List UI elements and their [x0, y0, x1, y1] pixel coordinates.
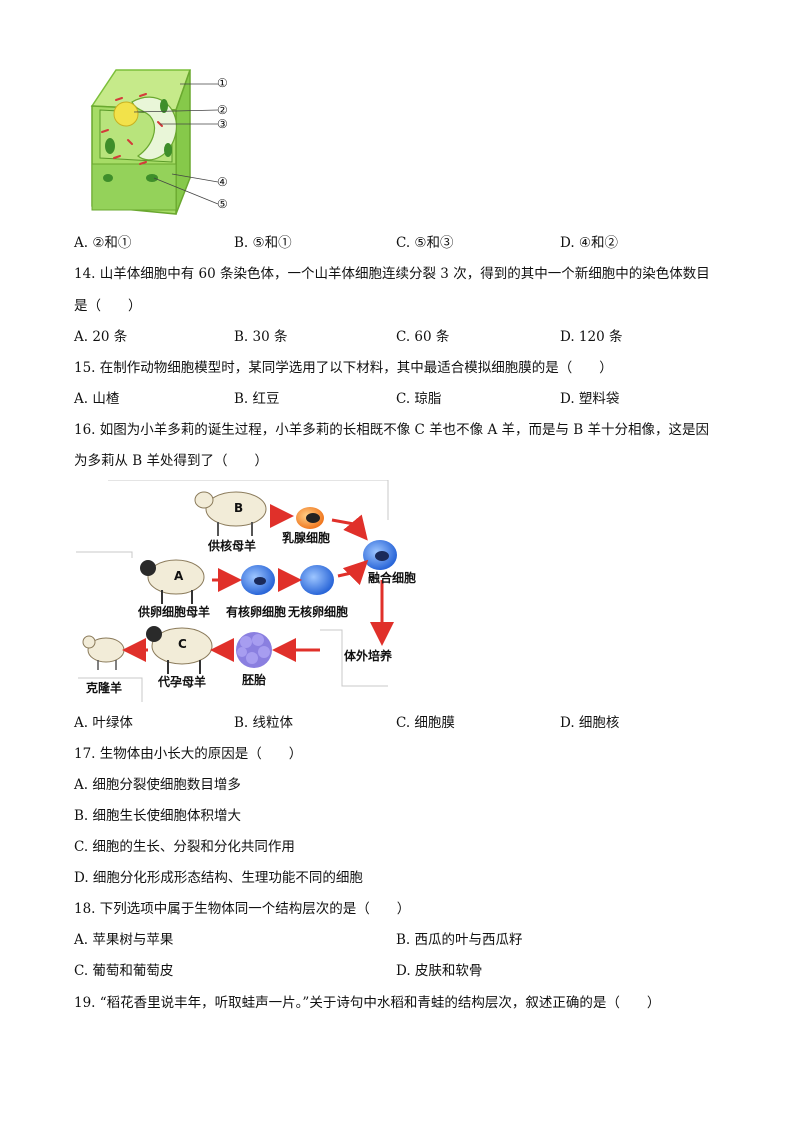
cell-marker-3: ③: [217, 117, 228, 131]
q17-stem: 17. 生物体由小长大的原因是（ ）: [74, 746, 303, 762]
label-clone: 克隆羊: [86, 680, 122, 695]
label-egg-donor: 供卵细胞母羊: [137, 604, 210, 619]
q17-option-c[interactable]: C. 细胞的生长、分裂和分化共同作用: [74, 839, 295, 855]
q17-option-a[interactable]: A. 细胞分裂使细胞数目增多: [74, 777, 241, 793]
q14-stem-line2: 是（ ）: [74, 298, 142, 314]
q16-option-d[interactable]: D. 细胞核: [560, 715, 620, 731]
label-embryo: 胚胎: [242, 672, 266, 687]
label-nucleated-egg: 有核卵细胞: [226, 604, 286, 619]
cloning-diagram: B A C 供核母羊 乳腺细胞 融合细胞 供卵细胞母羊 有核卵细胞 无核卵细胞 …: [76, 479, 448, 702]
q16-stem-line1: 16. 如图为小羊多莉的诞生过程，小羊多莉的长相既不像 C 羊也不像 A 羊，而…: [74, 422, 710, 438]
q13-option-c[interactable]: C. ⑤和③: [396, 235, 454, 251]
label-enucleated-egg: 无核卵细胞: [287, 604, 348, 619]
label-in-vitro: 体外培养: [344, 648, 392, 663]
embryo: [236, 632, 272, 668]
cloning-diagram-svg: B A C 供核母羊 乳腺细胞 融合细胞 供卵细胞母羊 有核卵细胞 无核卵细胞 …: [76, 479, 416, 702]
q17-option-d[interactable]: D. 细胞分化形成形态结构、生理功能不同的细胞: [74, 870, 363, 886]
q15-option-c[interactable]: C. 琼脂: [396, 391, 442, 407]
cell-marker-1: ①: [217, 76, 228, 90]
q15-option-b[interactable]: B. 红豆: [234, 391, 280, 407]
clone-lamb: [82, 635, 125, 670]
sheep-b: [194, 491, 267, 536]
q14-option-d[interactable]: D. 120 条: [560, 329, 623, 345]
sheep-b-letter: B: [234, 501, 243, 515]
cell-marker-2: ②: [217, 103, 228, 117]
q18-option-d[interactable]: D. 皮肤和软骨: [396, 963, 483, 979]
sheep-c-letter: C: [178, 637, 187, 651]
q15-stem: 15. 在制作动物细胞模型时，某同学选用了以下材料，其中最适合模拟细胞膜的是（ …: [74, 360, 613, 376]
plant-cell-diagram: [90, 69, 219, 215]
label-surrogate: 代孕母羊: [157, 674, 206, 689]
q14-option-c[interactable]: C. 60 条: [396, 329, 450, 345]
q14-stem-line1: 14. 山羊体细胞中有 60 条染色体，一个山羊体细胞连续分裂 3 次，得到的其…: [74, 266, 710, 282]
q16-stem-line2: 为多莉从 B 羊处得到了（ ）: [74, 453, 269, 469]
q17-option-b[interactable]: B. 细胞生长使细胞体积增大: [74, 808, 242, 824]
q16-option-c[interactable]: C. 细胞膜: [396, 715, 455, 731]
q18-option-a[interactable]: A. 苹果树与苹果: [74, 932, 174, 948]
q13-option-a[interactable]: A. ②和①: [74, 235, 132, 251]
label-nucleus-donor: 供核母羊: [207, 538, 256, 553]
sheep-c: [146, 626, 213, 674]
q13-option-b[interactable]: B. ⑤和①: [234, 235, 292, 251]
q18-option-c[interactable]: C. 葡萄和葡萄皮: [74, 963, 174, 979]
label-fused-cell: 融合细胞: [368, 570, 416, 585]
q15-option-d[interactable]: D. 塑料袋: [560, 391, 620, 407]
plant-cell-figure: [80, 66, 240, 216]
q14-option-a[interactable]: A. 20 条: [74, 329, 128, 345]
q16-option-b[interactable]: B. 线粒体: [234, 715, 294, 731]
q14-option-b[interactable]: B. 30 条: [234, 329, 288, 345]
q18-option-b[interactable]: B. 西瓜的叶与西瓜籽: [396, 932, 523, 948]
sheep-a: [140, 559, 205, 604]
q15-option-a[interactable]: A. 山楂: [74, 391, 120, 407]
cell-marker-5: ⑤: [217, 197, 228, 211]
q19-stem: 19. “稻花香里说丰年，听取蛙声一片。”关于诗句中水稻和青蛙的结构层次，叙述正…: [74, 995, 661, 1011]
q13-option-d[interactable]: D. ④和②: [560, 235, 619, 251]
sheep-a-letter: A: [174, 569, 184, 583]
label-mammary-cell: 乳腺细胞: [282, 530, 330, 545]
q16-option-a[interactable]: A. 叶绿体: [74, 715, 133, 731]
cell-marker-4: ④: [217, 175, 228, 189]
q18-stem: 18. 下列选项中属于生物体同一个结构层次的是（ ）: [74, 901, 411, 917]
